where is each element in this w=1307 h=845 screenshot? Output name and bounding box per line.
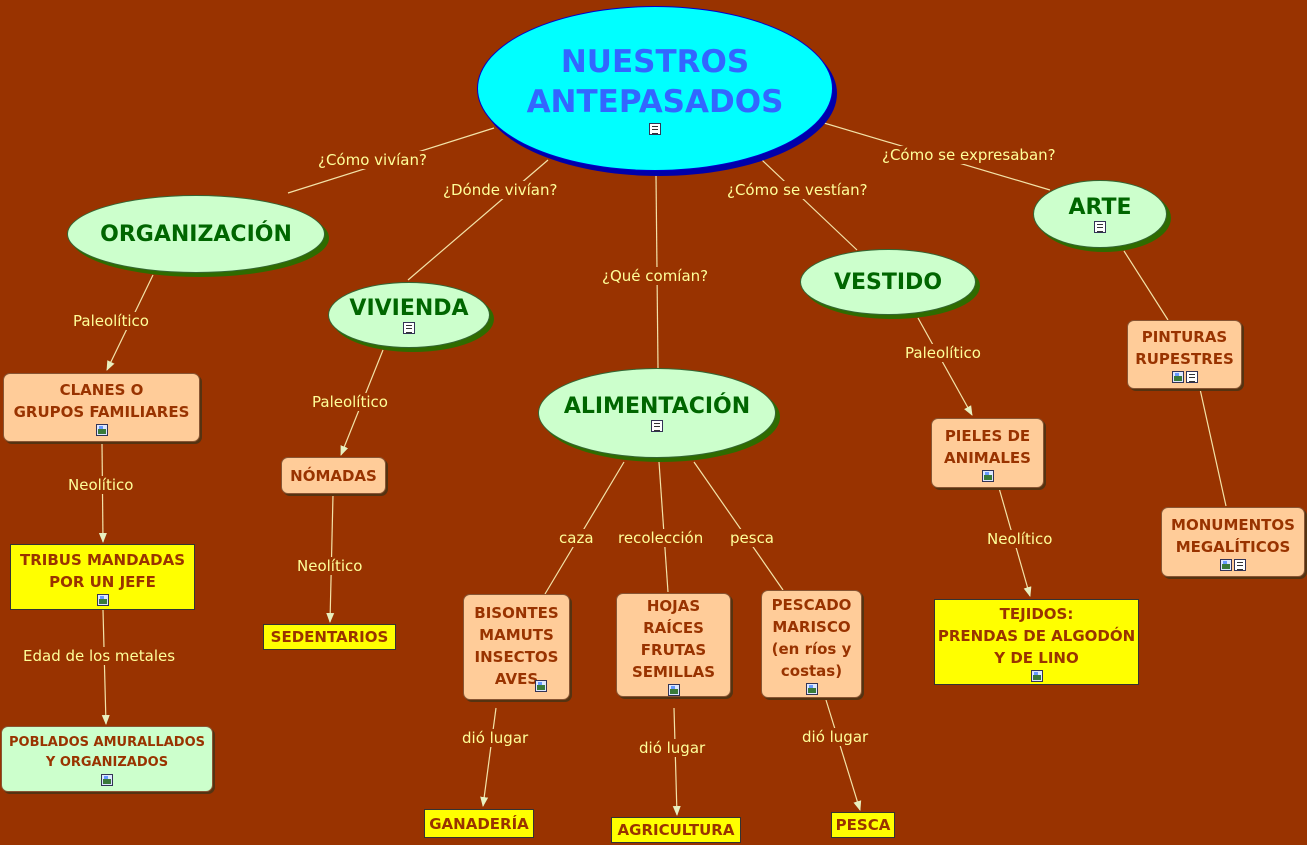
link-que-comian: ¿Qué comían? <box>600 267 711 285</box>
node-vivienda[interactable]: VIVIENDA <box>328 282 490 348</box>
image-icon[interactable] <box>667 683 680 696</box>
link-como-expresaban: ¿Cómo se expresaban? <box>880 146 1058 164</box>
node-pesca[interactable]: PESCA <box>831 812 895 838</box>
link-paleolitico-org: Paleolítico <box>71 312 151 330</box>
link-neolitico-org: Neolítico <box>66 476 136 494</box>
node-tribus[interactable]: TRIBUS MANDADAS POR UN JEFE <box>10 544 195 610</box>
link-dio-lugar-caza: dió lugar <box>460 729 531 747</box>
node-alimentacion-label: ALIMENTACIÓN <box>563 394 751 419</box>
node-monumentos-label: MONUMENTOS MEGALÍTICOS <box>1171 515 1295 556</box>
node-pinturas-label: PINTURAS RUPESTRES <box>1135 328 1234 368</box>
node-caza-items-label: BISONTES MAMUTS INSECTOS AVES <box>474 604 559 688</box>
node-recoleccion-items[interactable]: HOJAS RAÍCES FRUTAS SEMILLAS <box>616 593 731 697</box>
document-icon[interactable] <box>1234 558 1246 571</box>
edge-main-vivienda <box>407 159 549 281</box>
link-pesca: pesca <box>728 529 777 547</box>
link-neolitico-viv: Neolítico <box>295 557 365 575</box>
image-icon[interactable] <box>805 682 818 695</box>
image-icon[interactable] <box>95 424 108 436</box>
node-tejidos-label: TEJIDOS: PRENDAS DE ALGODÓN Y DE LINO <box>937 604 1136 667</box>
main-node[interactable]: NUESTROS ANTEPASADOS <box>477 6 833 171</box>
node-organizacion[interactable]: ORGANIZACIÓN <box>67 195 325 273</box>
edge-pesca-pesca <box>825 699 862 811</box>
node-caza-items[interactable]: BISONTES MAMUTS INSECTOS AVES <box>463 594 570 700</box>
link-como-vivian: ¿Cómo vivían? <box>316 151 429 169</box>
image-icon[interactable] <box>534 680 547 692</box>
document-icon[interactable] <box>1094 221 1106 233</box>
edge-pinturas-monumentos <box>1199 388 1227 507</box>
link-caza: caza <box>557 529 596 547</box>
image-icon[interactable] <box>1030 669 1043 682</box>
node-monumentos[interactable]: MONUMENTOS MEGALÍTICOS <box>1161 507 1305 577</box>
node-vivienda-label: VIVIENDA <box>349 296 469 321</box>
node-nomadas-label: NÓMADAS <box>290 466 377 485</box>
edge-alim-pesca <box>693 461 784 591</box>
image-icon[interactable] <box>101 773 113 786</box>
node-pesca-items-label: PESCADO MARISCO (en ríos y costas) <box>771 595 852 680</box>
node-arte-label: ARTE <box>1068 195 1132 220</box>
node-organizacion-label: ORGANIZACIÓN <box>100 221 292 247</box>
node-poblados[interactable]: POBLADOS AMURALLADOS Y ORGANIZADOS <box>1 726 213 792</box>
node-alimentacion[interactable]: ALIMENTACIÓN <box>538 368 776 458</box>
link-donde-vivian: ¿Dónde vivían? <box>441 181 560 199</box>
node-ganaderia[interactable]: GANADERÍA <box>424 809 534 838</box>
node-pesca-label: PESCA <box>835 816 891 834</box>
node-sedentarios[interactable]: SEDENTARIOS <box>263 624 396 650</box>
document-icon[interactable] <box>403 322 415 334</box>
document-icon[interactable] <box>649 123 661 135</box>
node-tejidos[interactable]: TEJIDOS: PRENDAS DE ALGODÓN Y DE LINO <box>934 599 1139 685</box>
edge-alim-recoleccion <box>658 461 669 593</box>
edge-main-vestido <box>761 159 858 251</box>
image-icon[interactable] <box>981 469 994 482</box>
node-sedentarios-label: SEDENTARIOS <box>270 628 389 646</box>
link-dio-lugar-recol: dió lugar <box>637 739 708 757</box>
edge-alim-caza <box>544 461 625 595</box>
link-como-vestian: ¿Cómo se vestían? <box>725 181 870 199</box>
node-pieles[interactable]: PIELES DE ANIMALES <box>931 418 1044 488</box>
node-vestido-label: VESTIDO <box>833 269 943 295</box>
document-icon[interactable] <box>1185 371 1198 383</box>
link-recoleccion: recolección <box>616 529 706 547</box>
node-pinturas[interactable]: PINTURAS RUPESTRES <box>1127 320 1242 389</box>
edge-recol-agricultura <box>672 707 681 816</box>
node-poblados-label: POBLADOS AMURALLADOS Y ORGANIZADOS <box>8 734 206 770</box>
node-agricultura-label: AGRICULTURA <box>617 821 735 839</box>
node-agricultura[interactable]: AGRICULTURA <box>611 817 741 843</box>
edge-tribus-poblados <box>101 609 110 725</box>
edge-arte-pinturas <box>1123 250 1169 321</box>
node-tribus-label: TRIBUS MANDADAS POR UN JEFE <box>19 550 185 591</box>
node-vestido[interactable]: VESTIDO <box>800 249 976 315</box>
node-pieles-label: PIELES DE ANIMALES <box>944 426 1031 467</box>
link-neolitico-vest: Neolítico <box>985 530 1055 548</box>
edge-vest-pieles <box>917 317 973 416</box>
edge-caza-ganaderia <box>480 707 497 807</box>
image-icon[interactable] <box>96 593 109 606</box>
node-clanes-label: CLANES O GRUPOS FAMILIARES <box>13 381 190 421</box>
link-edad-metales: Edad de los metales <box>21 647 178 665</box>
link-dio-lugar-pesca: dió lugar <box>800 728 871 746</box>
node-clanes[interactable]: CLANES O GRUPOS FAMILIARES <box>3 373 200 442</box>
main-node-title: NUESTROS ANTEPASADOS <box>526 44 784 120</box>
node-recoleccion-items-label: HOJAS RAÍCES FRUTAS SEMILLAS <box>631 596 716 681</box>
link-paleolitico-viv: Paleolítico <box>310 393 390 411</box>
image-icon[interactable] <box>1171 371 1184 383</box>
image-icon[interactable] <box>1220 558 1232 571</box>
node-arte[interactable]: ARTE <box>1033 180 1167 248</box>
link-paleolitico-vest: Paleolítico <box>903 344 983 362</box>
document-icon[interactable] <box>651 420 663 432</box>
node-ganaderia-label: GANADERÍA <box>429 814 529 833</box>
node-nomadas[interactable]: NÓMADAS <box>281 457 386 494</box>
node-pesca-items[interactable]: PESCADO MARISCO (en ríos y costas) <box>761 590 862 698</box>
